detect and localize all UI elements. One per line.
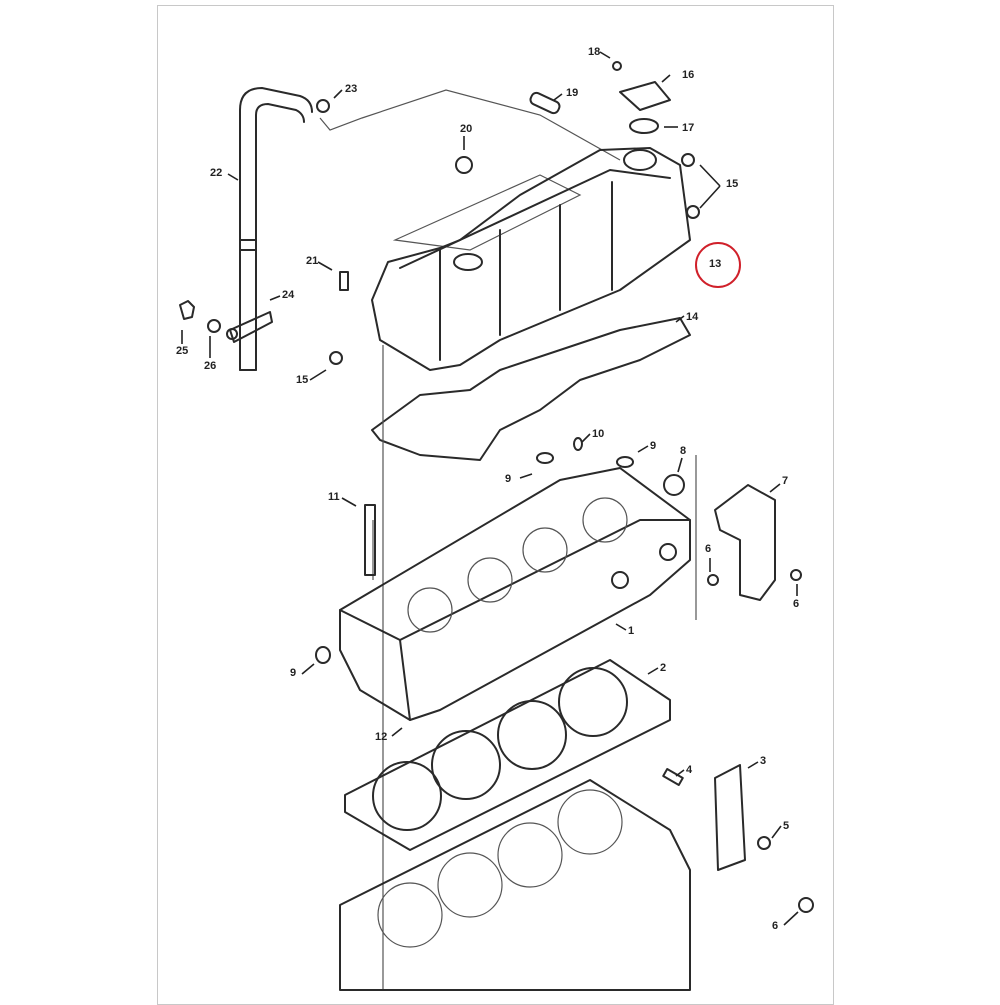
callout: 17 <box>682 122 694 134</box>
bolt-25 <box>179 300 195 320</box>
callout-leaders <box>181 51 799 926</box>
callout: 6 <box>772 920 778 932</box>
leader-line <box>319 89 621 161</box>
callout: 19 <box>566 87 578 99</box>
hose-bracket <box>179 300 273 343</box>
callout: 9 <box>290 667 296 679</box>
callout: 24 <box>282 289 295 301</box>
callout: 1 <box>628 625 634 637</box>
callout: 25 <box>176 345 188 357</box>
hose-clamp-23 <box>316 99 330 113</box>
valve-cover-gasket <box>371 317 691 461</box>
bolt-21 <box>339 271 349 291</box>
callout: 3 <box>760 755 766 767</box>
callout: 21 <box>306 255 318 267</box>
leader-line <box>392 174 582 251</box>
callout: 18 <box>588 46 600 58</box>
seal-20 <box>455 156 473 174</box>
callout: 8 <box>680 445 686 457</box>
callout: 26 <box>204 360 216 372</box>
valve-cover <box>329 61 700 371</box>
callout: 22 <box>210 167 222 179</box>
callouts: 18 16 23 19 17 20 22 15 13 21 24 14 25 2… <box>176 46 799 932</box>
cylinder-block <box>339 779 691 991</box>
washer-26 <box>207 319 221 333</box>
callout: 7 <box>782 475 788 487</box>
oring-17 <box>629 118 659 134</box>
callout: 10 <box>592 428 604 440</box>
callout: 14 <box>686 311 699 323</box>
callout: 15 <box>296 374 308 386</box>
callout: 23 <box>345 83 357 95</box>
callout: 16 <box>682 69 694 81</box>
lifting-bracket <box>714 484 776 601</box>
callout: 6 <box>793 598 799 610</box>
callout-highlighted: 13 <box>709 258 721 270</box>
callout: 20 <box>460 123 472 135</box>
dowel-4 <box>662 768 684 786</box>
cap-16 <box>619 81 671 111</box>
breather-hose <box>239 87 330 371</box>
callout: 11 <box>328 491 340 503</box>
tube-19 <box>529 91 561 115</box>
callout: 12 <box>375 731 387 743</box>
callout: 9 <box>505 473 511 485</box>
bolt-11 <box>364 504 376 576</box>
screw-18 <box>612 61 622 71</box>
callout: 4 <box>686 764 693 776</box>
head-gasket <box>344 659 671 851</box>
callout: 2 <box>660 662 666 674</box>
callout: 15 <box>726 178 738 190</box>
cylinder-head <box>315 437 691 721</box>
plate <box>714 764 746 871</box>
callout: 5 <box>783 820 789 832</box>
callout: 9 <box>650 440 656 452</box>
callout: 6 <box>705 543 711 555</box>
highlight-circle <box>695 242 741 288</box>
